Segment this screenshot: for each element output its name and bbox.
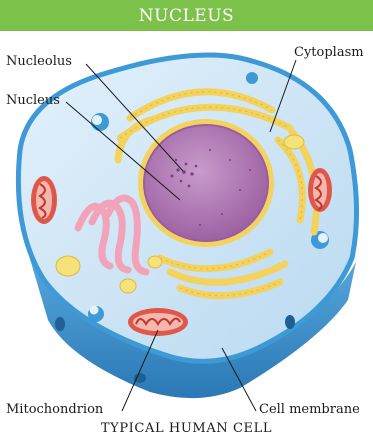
label-cell-membrane: Cell membrane: [259, 402, 360, 417]
mitochondrion-right: [308, 168, 332, 212]
label-cytoplasm: Cytoplasm: [294, 45, 364, 60]
label-nucleus: Nucleus: [6, 93, 60, 108]
mitochondrion-bottom: [128, 308, 188, 336]
membrane-pore: [90, 306, 99, 315]
caption: TYPICAL HUMAN CELL: [0, 421, 373, 436]
membrane-pore: [92, 115, 102, 125]
mitochondrion-left: [31, 176, 57, 224]
label-mitochondrion: Mitochondrion: [6, 402, 103, 417]
nucleus: [144, 125, 268, 241]
label-nucleolus: Nucleolus: [6, 54, 72, 69]
membrane-pore: [246, 72, 258, 84]
membrane-pore: [318, 233, 328, 243]
